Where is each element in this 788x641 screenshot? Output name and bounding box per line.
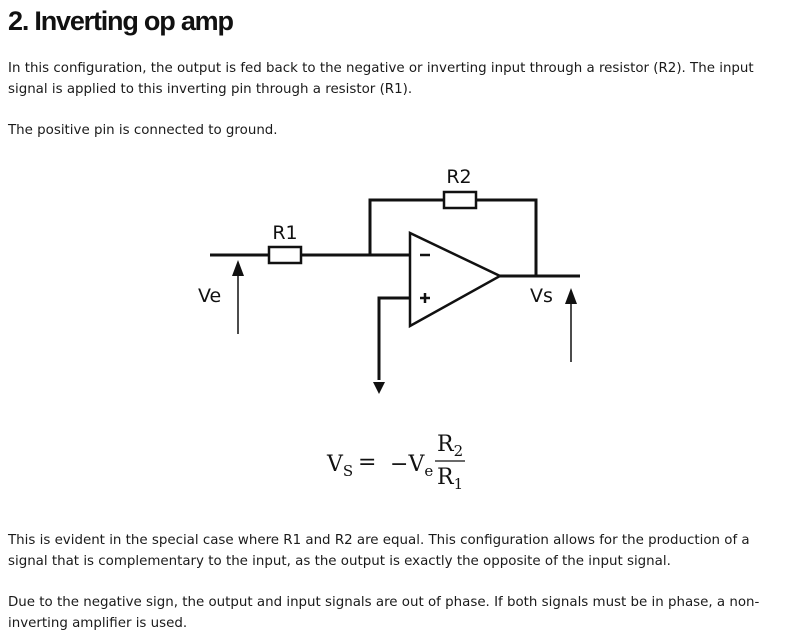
output-voltage-arrow-head (565, 288, 577, 304)
svg-text:R2: R2 (437, 432, 463, 460)
formula-denominator: R (437, 465, 455, 490)
svg-text:R1: R1 (437, 465, 463, 493)
section-heading: 2. Inverting op amp (8, 6, 234, 36)
op-amp-triangle (408, 231, 503, 329)
plus-pin-mark (420, 293, 430, 303)
formula-lhs-subscript: S (343, 462, 353, 480)
feedback-right-wire (476, 198, 538, 276)
ground-arrow (373, 382, 385, 394)
formula-rhs-variable: V (407, 452, 425, 477)
formula-numerator-subscript: 2 (454, 442, 464, 460)
formula-lhs-variable: V (326, 452, 344, 477)
phase-paragraph: Due to the negative sign, the output and… (8, 595, 760, 631)
ground-paragraph: The positive pin is connected to ground. (8, 123, 278, 138)
formula-denominator-subscript: 1 (454, 475, 464, 493)
r2-label: R2 (446, 166, 471, 188)
svg-text:−Ve: −Ve (390, 452, 433, 480)
ground-wire (377, 296, 410, 380)
input-voltage-label: Ve (198, 285, 221, 307)
input-voltage-arrow-head (232, 260, 244, 276)
inverting-op-amp-circuit: R1 R2 Ve Vs (198, 166, 580, 394)
special-case-paragraph: This is evident in the special case wher… (8, 533, 750, 569)
formula-equals: = (358, 450, 376, 475)
gain-formula: VS = −Ve R2 R1 (326, 432, 465, 493)
formula-minus: − (390, 452, 408, 477)
r1-label: R1 (272, 222, 297, 244)
r2-resistor (442, 190, 478, 210)
feedback-left-wire (368, 198, 444, 255)
intro-paragraph: In this configuration, the output is fed… (8, 61, 754, 97)
output-voltage-label: Vs (530, 285, 553, 307)
svg-text:VS: VS (326, 452, 353, 480)
r1-resistor (267, 245, 303, 265)
formula-numerator: R (437, 432, 455, 457)
formula-rhs-subscript: e (424, 462, 433, 480)
